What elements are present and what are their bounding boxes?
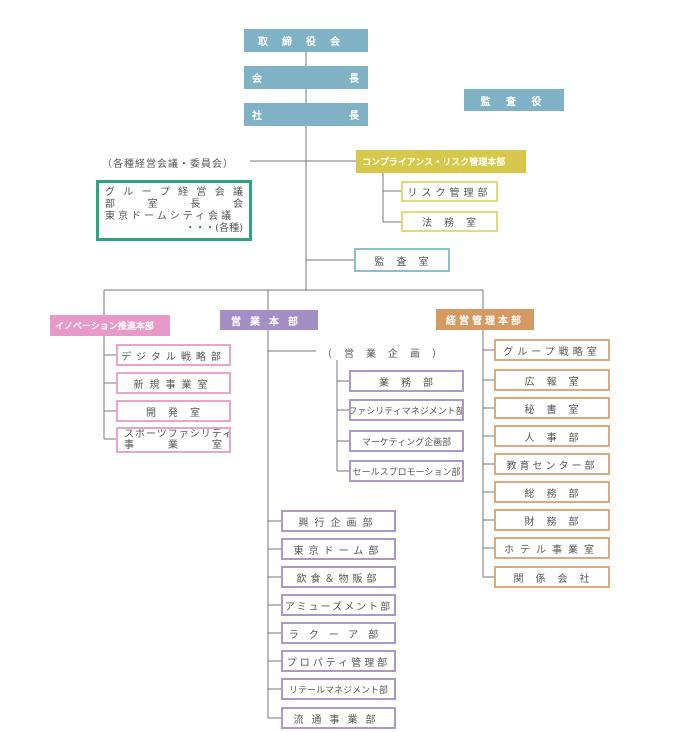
human-resources-dept: 人 事 部 [494,425,610,447]
legal-office: 法 務 室 [401,211,498,232]
event-planning-dept: 興行企画部 [281,510,396,532]
row1-char: ー [141,187,152,198]
auditor-box: 監 査 役 [464,89,564,111]
hotel-business-office: ホテル事業室 [494,537,610,559]
chairman-char-2: 長 [349,74,360,85]
innovation-division-box: イノベーション推進本部 [50,315,170,336]
row1-char: ル [123,187,134,198]
general-affairs-dept: 総 務 部 [494,481,610,503]
sports-facility-line1: スポーツファシリティ [124,429,231,440]
sales-planning-label: （ 営 業 企 画 ） [322,349,443,360]
operations-dept: 業 務 部 [349,370,464,392]
marketing-planning-dept: マーケティング企画部 [349,430,464,452]
distribution-business-dept: 流通事業部 [281,707,396,729]
row1-char: 経 [178,187,189,198]
row2-char: 室 [147,199,158,210]
public-relations-office: 広 報 室 [494,369,610,391]
new-business-office: 新規事業室 [116,372,231,394]
committee-row-4: ・・・(各種) [105,223,243,235]
group-strategy-office: グループ戦略室 [494,339,610,361]
sports-facility-business-office: スポーツファシリティ 事 業 室 [116,427,231,453]
affiliated-companies: 関 係 会 社 [494,566,610,588]
sports-facility-line2: 事 業 室 [124,440,223,451]
committee-row-2: 部 室 長 会 [105,199,243,211]
row1-char: グ [105,187,115,198]
row1-char: プ [159,187,170,198]
education-center-dept: 教育センター部 [494,453,610,475]
retail-management-dept: リテールマネジメント部 [281,678,396,700]
committees-label: （各種経営会議・委員会） [102,159,234,170]
committee-row-1: グ ル ー プ 経 営 会 議 [105,187,243,199]
secretariat-office: 秘 書 室 [494,397,610,419]
food-merchandise-dept: 飲食＆物販部 [281,566,396,588]
laqua-dept: ラクーア部 [281,622,396,644]
chairman-char-1: 会 [252,74,263,85]
row1-char: 営 [196,187,207,198]
line2-char: 室 [212,440,223,451]
tokyo-dome-dept: 東京ドーム部 [281,538,396,560]
line2-char: 事 [124,440,135,451]
president-box: 社 長 [244,103,368,126]
development-office: 開 発 室 [116,400,231,422]
row2-char: 長 [190,199,201,210]
property-management-dept: プロパティ管理部 [281,650,396,672]
row2-char: 会 [232,199,243,210]
row1-char: 議 [232,187,243,198]
digital-strategy-dept: デジタル戦略部 [116,344,231,366]
tokyo-dome-city-meeting: 東京ドームシティ会議 [105,211,235,222]
row2-char: 部 [105,199,115,210]
facility-management-dept: ファシリティマネジメント部 [349,399,464,421]
president-char-2: 長 [349,111,360,122]
various-note: ・・・(各種) [185,223,243,234]
line2-char: 業 [168,440,179,451]
finance-dept: 財 務 部 [494,509,610,531]
sales-division-box: 営業本部 [220,310,318,330]
president-char-1: 社 [252,111,263,122]
management-division-box: 経営管理本部 [436,309,534,330]
compliance-division-box: コンプライアンス・リスク管理本部 [356,150,526,173]
row1-char: 会 [214,187,225,198]
committee-row-3: 東京ドームシティ会議 [105,211,243,223]
committees-box: グ ル ー プ 経 営 会 議 部 室 長 会 東京ドームシティ会議 ・・・(各… [96,180,252,241]
amusement-dept: アミューズメント部 [281,594,396,616]
chairman-box: 会 長 [244,66,368,89]
board-of-directors-box: 取締役会 [244,29,368,52]
risk-management-dept: リスク管理部 [401,181,498,202]
audit-office: 監 査 室 [354,248,450,272]
sales-promotion-dept: セールスプロモーション部 [349,460,464,482]
